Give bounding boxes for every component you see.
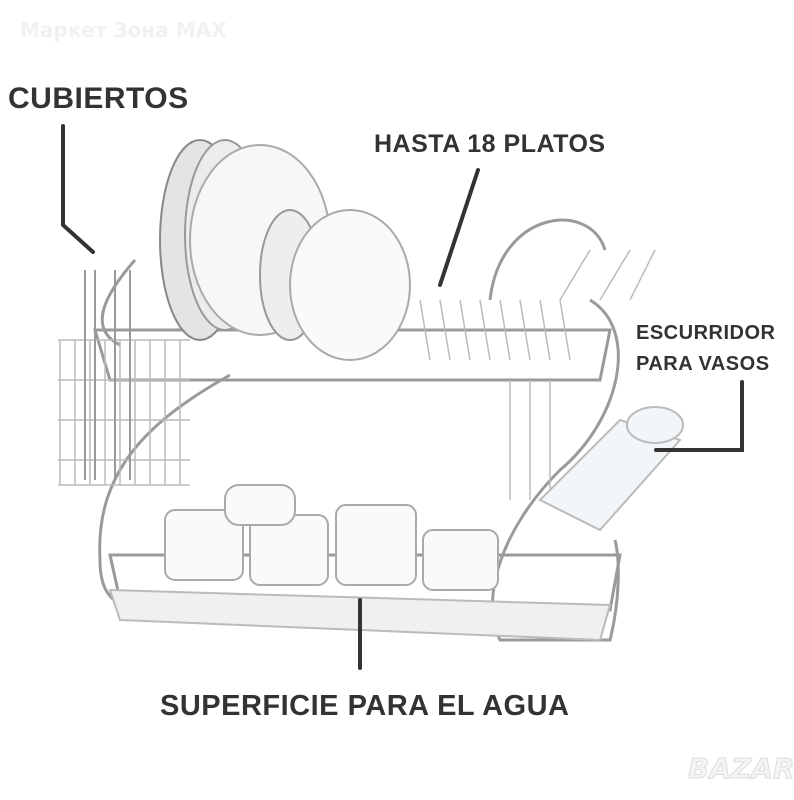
cutlery-label: CUBIERTOS [8,82,189,115]
tray-label: SUPERFICIE PARA EL AGUA [160,690,570,722]
cutlery [84,270,131,480]
rack-wires [58,249,656,500]
bazar-logo: BAZAR [688,752,794,786]
glasses-callout-line [654,380,744,452]
cups [164,484,499,591]
plates-callout-line [438,168,480,287]
cutlery-callout-line [61,124,95,254]
watermark: Маркет Зона MAX [20,18,227,42]
glasses [538,406,684,532]
callout-lines [61,124,744,670]
plates-label: HASTA 18 PLATOS [374,130,606,158]
glasses-label-line2: PARA VASOS [636,353,770,375]
plates [159,139,411,361]
glasses-label-line1: ESCURRIDOR [636,322,776,344]
